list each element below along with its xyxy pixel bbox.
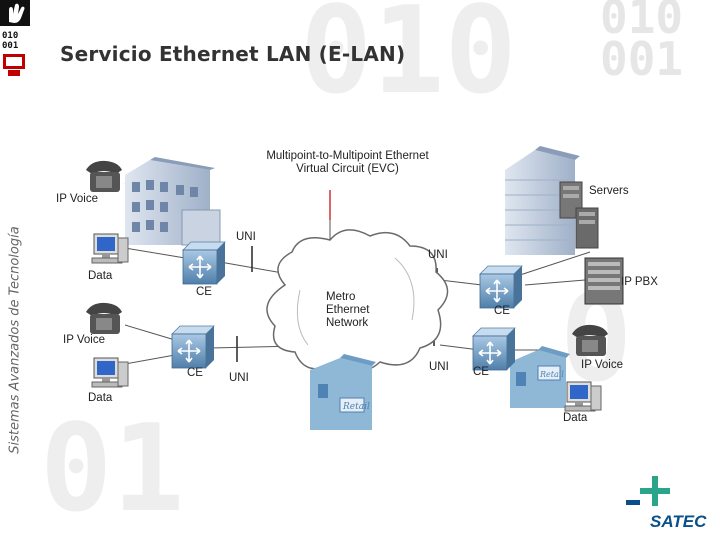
svg-text:Retail: Retail [539, 370, 564, 379]
office-building [125, 157, 221, 246]
retail-building: Retail [310, 354, 376, 430]
decor-digits: 001 [600, 32, 684, 86]
data-label: Data [88, 392, 113, 404]
page-title: Servicio Ethernet LAN (E-LAN) [60, 42, 406, 66]
ce-label: CE [196, 286, 212, 298]
svg-text:010: 010 [2, 31, 18, 41]
ce-label: CE [473, 366, 489, 378]
pc-icon [91, 233, 129, 264]
ip-pbx-label: IP PBX [621, 276, 658, 288]
phone-icon [86, 160, 122, 192]
uni-label: UNI [428, 249, 448, 261]
phone-icon [86, 302, 122, 334]
sidebar: 010 001 Sistemas Avanzados de Tecnología [0, 0, 30, 540]
satec-logo-icon [626, 476, 670, 506]
network-label: Metro Ethernet Network [326, 291, 370, 330]
ip-voice-label: IP Voice [56, 193, 98, 205]
uni-label: UNI [229, 372, 249, 384]
evc-label: Multipoint-to-Multipoint Ethernet Virtua… [266, 150, 429, 176]
retail-building: Retail [510, 346, 570, 408]
ce-switch-icon [479, 265, 523, 309]
data-label: Data [88, 270, 113, 282]
decor-digits: 010 [300, 0, 517, 121]
ce-switch-icon [182, 241, 226, 285]
servers-label: Servers [589, 185, 629, 197]
decor-digits: 01 [40, 400, 185, 539]
server-icon [559, 181, 599, 249]
data-label: Data [563, 412, 588, 424]
ip-voice-label: IP Voice [581, 359, 623, 371]
ce-switch-icon [472, 327, 516, 371]
ce-label: CE [494, 305, 510, 317]
uni-label: UNI [429, 361, 449, 373]
hand-logo-icon: 010 001 [0, 0, 30, 76]
pbx-icon [584, 257, 624, 305]
decor-digits: 010 [600, 0, 684, 44]
ip-voice-label: IP Voice [63, 334, 105, 346]
svg-text:001: 001 [2, 41, 18, 51]
pc-icon [564, 381, 602, 412]
pc-icon [91, 357, 129, 388]
phone-icon [572, 324, 608, 356]
uni-label: UNI [236, 231, 256, 243]
svg-text:Retail: Retail [342, 402, 370, 412]
ce-label: CE [187, 367, 203, 379]
ce-switch-icon [171, 325, 215, 369]
satec-logo-text: SATEC [650, 512, 707, 531]
